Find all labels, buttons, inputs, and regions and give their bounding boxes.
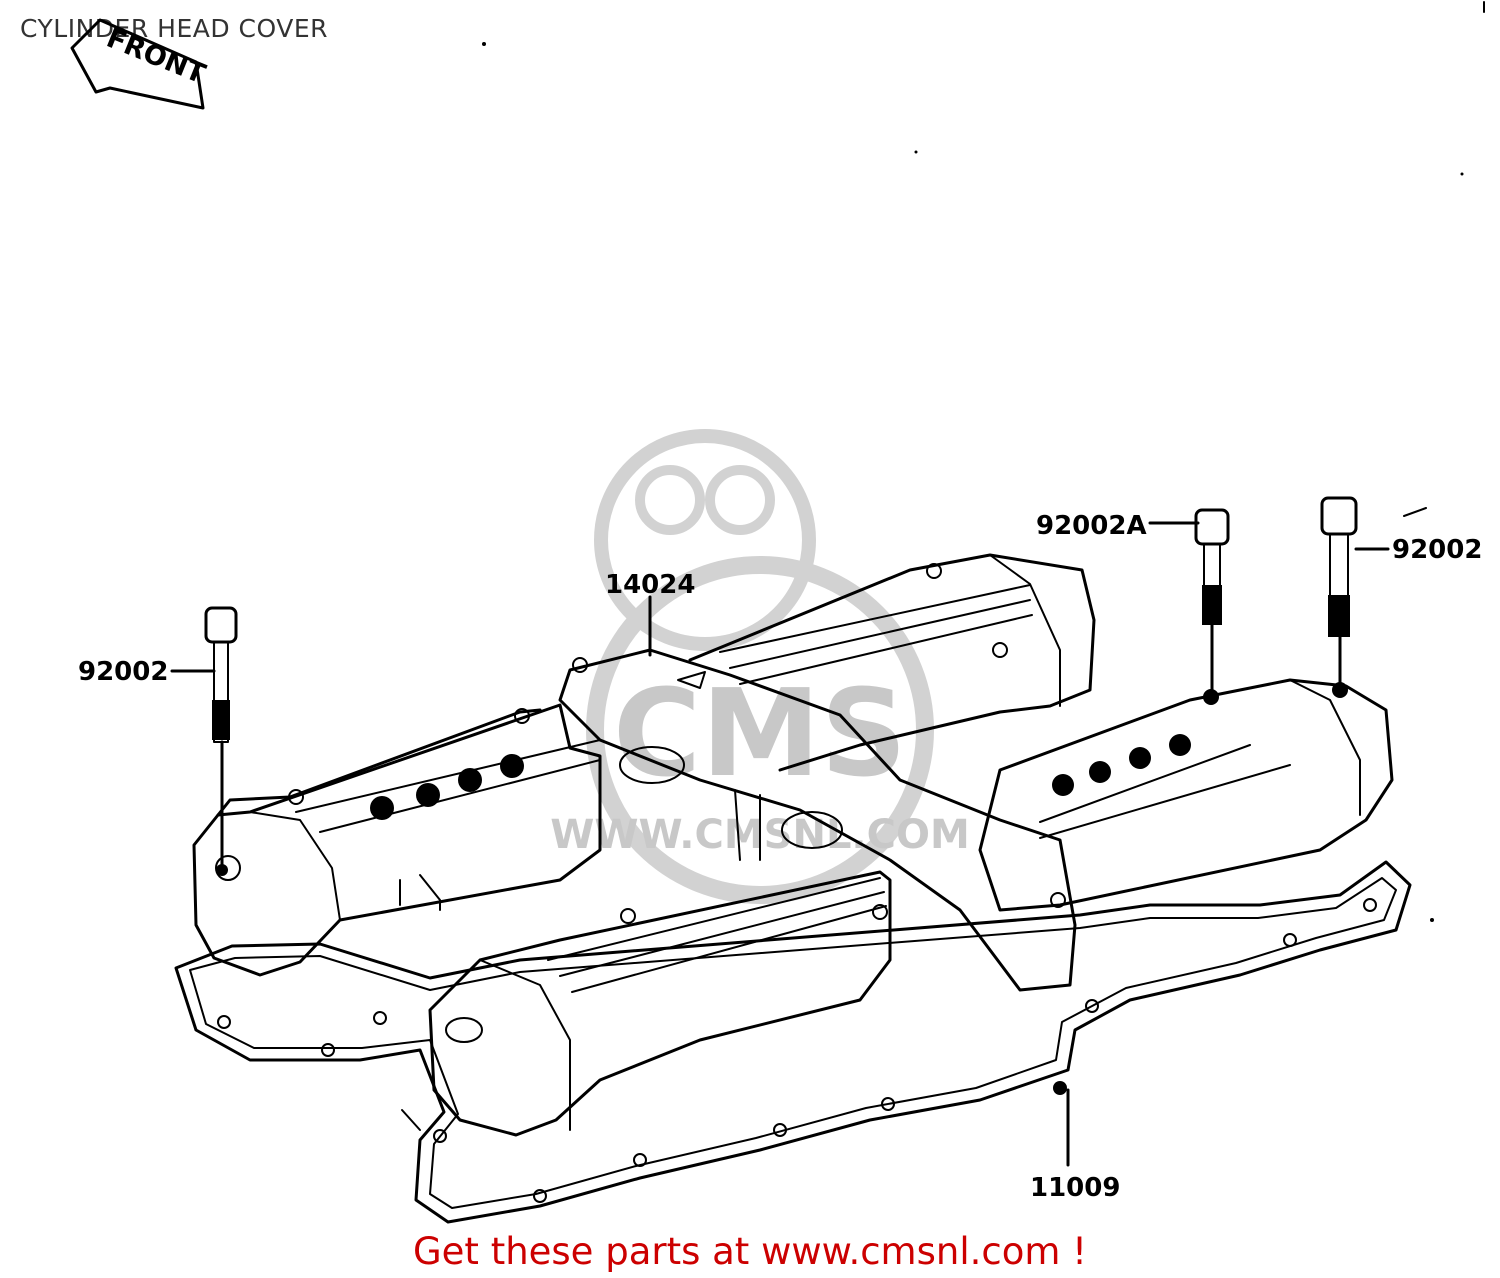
part-label-92002-left: 92002 — [78, 657, 168, 687]
cam-cover-left-rear — [192, 703, 602, 977]
bolt-92002A — [1194, 508, 1230, 697]
part-label-11009: 11009 — [1030, 1173, 1120, 1203]
watermark-head-icon — [594, 429, 816, 651]
part-label-92002-right: 92002 — [1392, 535, 1482, 565]
bolt-92002-right — [1320, 496, 1358, 688]
center-bridge — [558, 648, 1077, 992]
front-arrow-icon: FRONT — [70, 18, 210, 110]
scan-specks — [482, 1, 1485, 922]
part-label-14024: 14024 — [605, 570, 695, 600]
part-label-92002A: 92002A — [1036, 511, 1147, 541]
cam-cover-rear-right — [688, 553, 1096, 772]
front-label: FRONT — [102, 23, 210, 91]
gasket-11009 — [174, 860, 1412, 1224]
cam-cover-front — [428, 870, 892, 1137]
diagram-title: CYLINDER HEAD COVER — [20, 14, 329, 43]
bolt-92002-left — [204, 606, 238, 876]
cam-cover-right — [978, 678, 1394, 912]
cta-link[interactable]: Get these parts at www.cmsnl.com ! — [412, 1230, 1087, 1273]
leader-lines — [170, 521, 1390, 1167]
